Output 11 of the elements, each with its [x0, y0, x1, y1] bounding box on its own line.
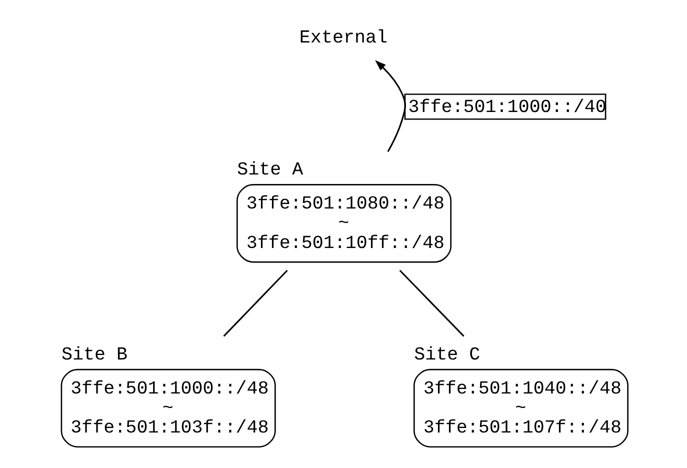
arrow [374, 60, 406, 152]
node-text: External [298, 27, 388, 48]
edge-label: 3ffe:501:1000::/40 [408, 96, 606, 118]
node-box: 3ffe:501:1000::/48 ~ 3ffe:501:103f::/48 [60, 368, 276, 448]
node-box: 3ffe:501:1080::/48 ~ 3ffe:501:10ff::/48 [236, 184, 451, 262]
connector [398, 269, 464, 336]
node-label: Site A [236, 158, 303, 180]
node-label: Site B [60, 344, 128, 365]
node-label: Site C [414, 344, 480, 365]
node-box: 3ffe:501:1040::/48 ~ 3ffe:501:107f::/48 [412, 368, 628, 448]
connector [222, 269, 288, 336]
